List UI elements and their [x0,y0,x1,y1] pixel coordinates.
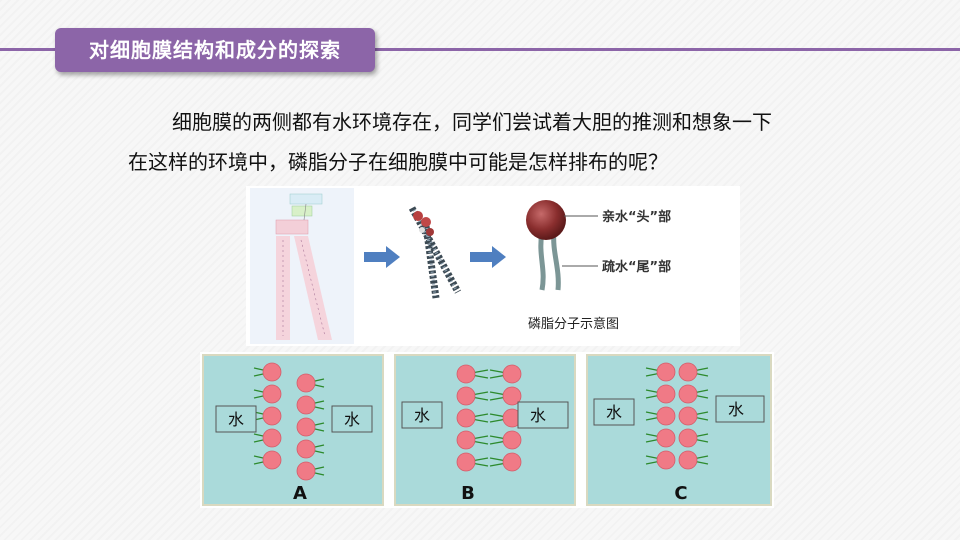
arrow-icon [470,246,506,268]
arrangement-options-svg: 水 水 A 水 水 B 水 水 C [202,354,772,506]
lipid-head [262,362,282,382]
water-box-right [517,401,569,429]
formula-tail-2 [294,236,332,340]
lipid-head [678,428,698,448]
lipid-head [656,406,676,426]
lipid-head [502,452,522,472]
water-box-right [715,395,765,423]
water-box-left [401,401,443,429]
molecule-model [408,206,462,299]
phospholipid-figure: 亲水“头”部 疏水“尾”部 磷脂分子示意图 [246,186,740,346]
formula-choline [289,193,323,205]
option-b-lipids [456,364,522,472]
option-c-panel: 水 水 C [586,354,772,506]
option-b-panel: 水 水 B [394,354,576,506]
water-box-left [593,398,635,426]
lipid-head [262,428,282,448]
head-label: 亲水“头”部 [602,209,671,225]
lipid-head [678,406,698,426]
lipid-head [456,430,476,450]
lipid-head [656,428,676,448]
slide-title: 对细胞膜结构和成分的探索 [55,28,375,72]
lipid-head [456,386,476,406]
lipid-head [656,450,676,470]
lipid-head [678,384,698,404]
formula-bond [303,203,307,221]
water-label: 水 [530,406,546,425]
lipid-head [262,450,282,470]
water-label: 水 [606,403,622,422]
arrangement-options-figure: 水 水 A 水 水 B 水 水 C [200,352,774,508]
formula-glycerol [275,219,309,235]
lipid-head [296,439,316,459]
water-box-left [215,405,257,433]
paragraph-line-2: 在这样的环境中，磷脂分子在细胞膜中可能是怎样排布的呢？ [128,150,668,174]
lipid-head [456,452,476,472]
option-c-label: C [674,483,687,504]
formula-chain-2 [300,239,326,337]
lipid-head [678,362,698,382]
formula-tail-1 [276,236,290,340]
water-label: 水 [414,406,430,425]
lipid-head [296,417,316,437]
option-a-panel: 水 水 A [202,354,384,506]
lipid-head [456,364,476,384]
lipid-head [678,450,698,470]
question-paragraph: 细胞膜的两侧都有水环境存在，同学们尝试着大胆的推测和想象一下 在这样的环境中，磷… [128,102,908,182]
water-label: 水 [228,410,244,429]
water-box-right [331,405,373,433]
option-c-lipids [645,362,709,470]
lipid-head [502,364,522,384]
hydrophilic-head [526,200,566,240]
lipid-head [262,384,282,404]
arrow-icon [364,246,400,268]
tail-label: 疏水“尾”部 [602,259,671,275]
lipid-head [656,362,676,382]
lipid-head [502,430,522,450]
lipid-head [262,406,282,426]
phospholipid-figure-svg: 亲水“头”部 疏水“尾”部 磷脂分子示意图 [250,188,671,344]
title-underline [0,48,960,51]
formula-phosphate [291,205,313,217]
lipid-head [296,395,316,415]
lipid-head [656,384,676,404]
lipid-head [296,373,316,393]
paragraph-line-1: 细胞膜的两侧都有水环境存在，同学们尝试着大胆的推测和想象一下 [172,110,772,134]
water-label: 水 [344,410,360,429]
lipid-head [296,461,316,481]
lipid-head [456,408,476,428]
phospholipid-schematic [526,200,598,291]
lipid-head [502,386,522,406]
option-b-label: B [461,483,475,504]
water-label: 水 [728,400,744,419]
option-a-label: A [293,483,307,504]
option-a-lipids [253,362,325,481]
figure-caption: 磷脂分子示意图 [528,316,619,332]
